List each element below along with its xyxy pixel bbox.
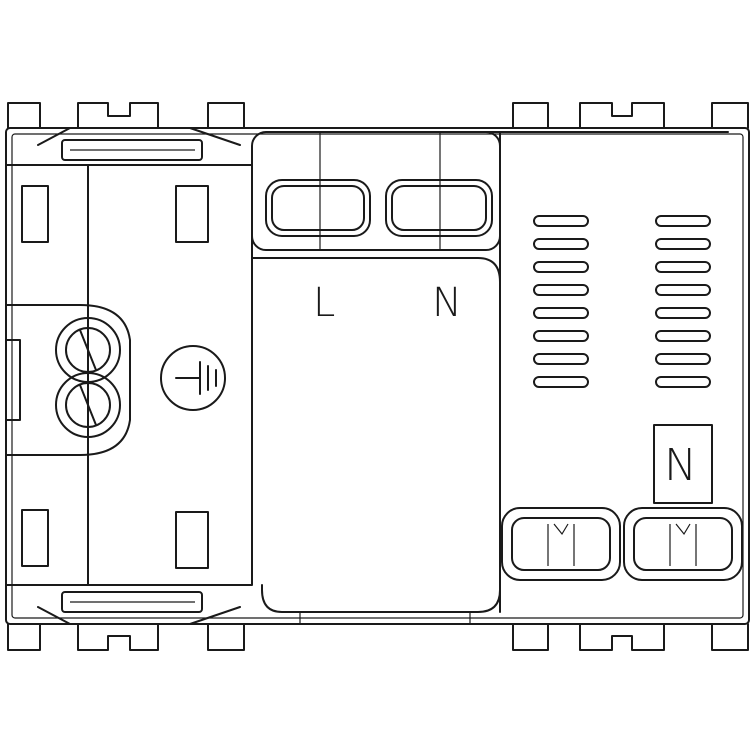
clip-rails [37,127,241,625]
mounting-tabs [7,102,749,651]
screw-terminals [55,317,121,438]
n-label-box [653,424,713,504]
terminal-label-n-top: N [432,280,462,326]
earth-ground-icon [160,345,226,411]
vent-slots-left [533,215,589,388]
outer-housing [5,127,750,625]
push-terminals [501,507,743,581]
central-cover [251,131,501,624]
left-section [5,164,253,586]
vent-slots-right [655,215,711,388]
terminal-label-l: L [313,280,336,326]
terminal-label-n-bottom: N [664,440,697,491]
right-section [479,131,743,613]
